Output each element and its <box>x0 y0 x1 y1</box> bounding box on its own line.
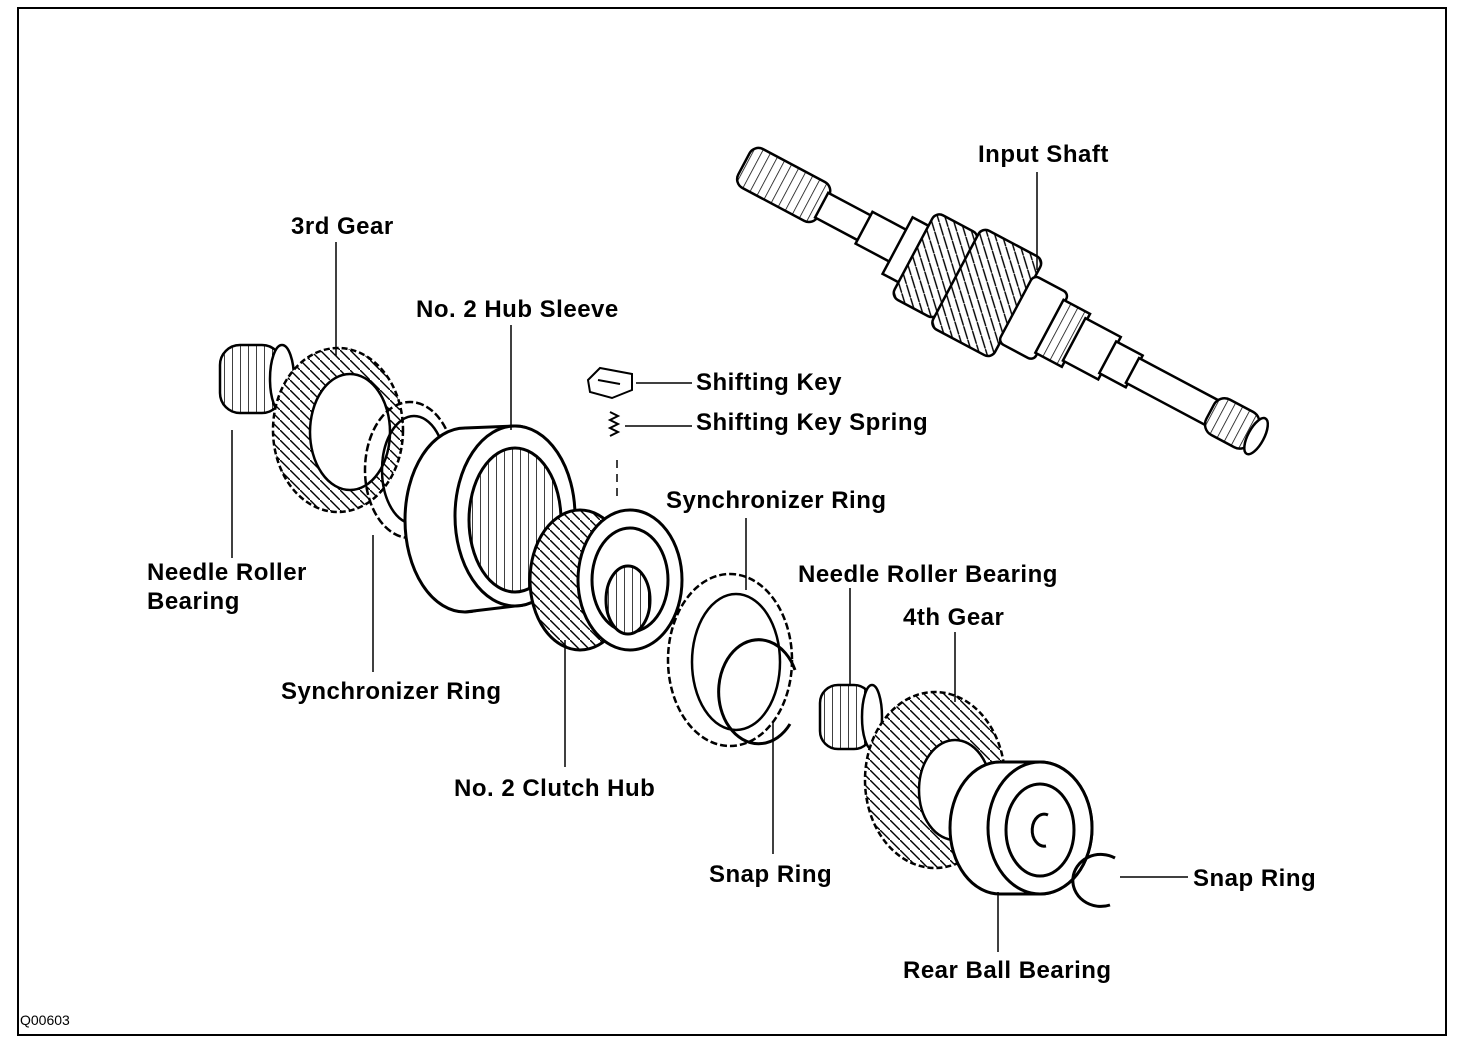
input-shaft-drawing <box>735 146 1270 456</box>
label-shifting-key-spring: Shifting Key Spring <box>696 409 929 436</box>
figure-code: Q00603 <box>20 1012 70 1028</box>
label-shifting-key: Shifting Key <box>696 369 843 396</box>
snap-ring-center-drawing <box>717 638 797 746</box>
label-third-gear: 3rd Gear <box>291 213 394 240</box>
snap-ring-right-drawing <box>1071 852 1116 908</box>
label-rear-ball-bearing: Rear Ball Bearing <box>903 957 1112 984</box>
label-synchronizer-ring-left: Synchronizer Ring <box>281 678 502 705</box>
clutch-hub-drawing <box>528 508 684 652</box>
label-needle-roller-left-line2: Bearing <box>147 588 240 615</box>
shifting-key-drawing <box>586 366 633 400</box>
shifting-key-spring-drawing <box>607 411 621 437</box>
label-synchronizer-ring-right: Synchronizer Ring <box>666 487 887 514</box>
label-clutch-hub: No. 2 Clutch Hub <box>454 775 656 802</box>
synchronizer-ring-right-drawing <box>666 572 794 748</box>
label-hub-sleeve: No. 2 Hub Sleeve <box>416 296 619 323</box>
rear-ball-bearing-drawing <box>948 760 1094 896</box>
label-needle-roller-bearing-right: Needle Roller Bearing <box>798 561 1058 588</box>
label-snap-ring-center: Snap Ring <box>709 861 833 888</box>
label-snap-ring-right: Snap Ring <box>1193 865 1317 892</box>
label-needle-roller-left-line1: Needle Roller <box>147 559 307 586</box>
label-fourth-gear: 4th Gear <box>903 604 1005 631</box>
leader-lines <box>231 172 1188 952</box>
label-input-shaft: Input Shaft <box>978 141 1109 168</box>
page-border <box>17 7 1447 1036</box>
